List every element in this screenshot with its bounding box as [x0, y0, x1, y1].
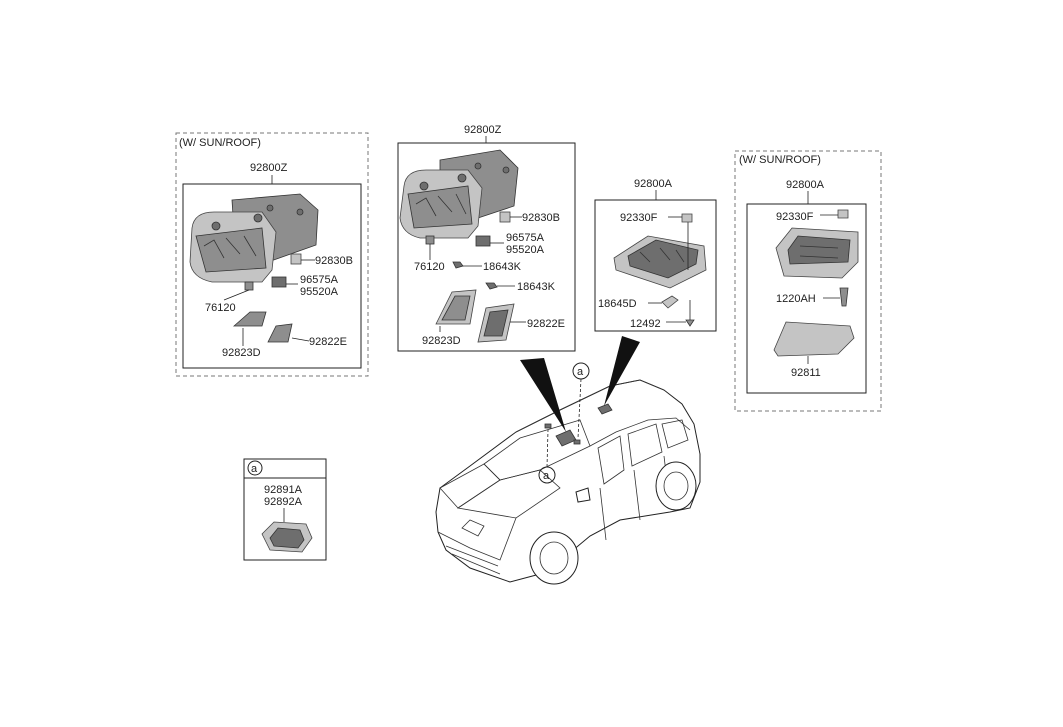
part-label: 92892A — [264, 496, 303, 508]
assembly-label: 92800Z — [250, 162, 288, 174]
option-label: (W/ SUN/ROOF) — [179, 137, 261, 149]
assembly-frame — [182, 183, 362, 369]
ref-marker-label: a — [251, 463, 258, 475]
part-label: 76120 — [205, 302, 236, 314]
part-label: 18645D — [598, 298, 637, 310]
vehicle-marker-label: a — [577, 366, 584, 378]
roof-lamp-a-2 — [573, 439, 581, 445]
part-92830B-shape — [499, 211, 511, 223]
vehicle-marker-label: a — [543, 470, 550, 482]
assembly-frame — [746, 203, 867, 394]
callout-wedge-right — [604, 336, 640, 406]
part-96575A-shape — [475, 235, 491, 247]
part-label: 92330F — [776, 211, 814, 223]
panel-right-sunroof: (W/ SUN/ROOF) 92800A 92330F 1220AH 92811 — [734, 150, 882, 412]
part-label: 92330F — [620, 212, 658, 224]
part-label: 1220AH — [776, 293, 816, 305]
part-96575A-shape — [271, 276, 287, 288]
part-label: 92830B — [522, 212, 560, 224]
part-label: 95520A — [300, 286, 339, 298]
part-92823D-shape — [232, 311, 267, 327]
roof-lamp-a-1 — [544, 423, 552, 429]
map-lamp-drawing — [613, 220, 707, 289]
part-label: 92823D — [222, 347, 261, 359]
option-dashed-frame — [734, 150, 882, 412]
assembly-label: 92800A — [786, 179, 825, 191]
roof-map-lamp-location — [597, 403, 613, 415]
part-label: 95520A — [506, 244, 545, 256]
reading-lamp-drawing — [261, 521, 313, 553]
part-92830B-shape — [290, 253, 302, 265]
part-92330F-shape — [837, 209, 849, 219]
part-label: 92830B — [315, 255, 353, 267]
callout-wedge-center — [520, 358, 566, 432]
part-label: 92823D — [422, 335, 461, 347]
part-92811-shape — [773, 321, 855, 357]
overhead-console-drawing — [189, 193, 319, 283]
ref-marker-circle — [247, 460, 263, 476]
part-92330F-shape — [681, 213, 693, 223]
part-label: 18643K — [517, 281, 556, 293]
assembly-label: 92800Z — [464, 124, 502, 136]
panel-ref-a: a 92891A 92892A — [243, 458, 327, 561]
overhead-console-drawing — [399, 149, 519, 239]
part-18643K-shape — [452, 261, 464, 269]
part-label: 92891A — [264, 484, 303, 496]
part-label: 96575A — [300, 274, 339, 286]
part-label: 96575A — [506, 232, 545, 244]
panel-right-center: 92800A 92330F 18645D 12492 — [594, 178, 717, 332]
part-18643K-shape — [485, 282, 498, 290]
part-label: 92822E — [309, 336, 347, 348]
part-label: 18643K — [483, 261, 522, 273]
assembly-frame — [594, 199, 717, 332]
part-label: 92822E — [527, 318, 565, 330]
vehicle-drawing: a a — [435, 336, 701, 585]
part-label: 76120 — [414, 261, 445, 273]
part-1220AH-shape — [839, 287, 849, 307]
part-18645D-shape — [661, 295, 679, 309]
panel-center: 92800Z 92830B 96575A 95520A 76120 18643K… — [397, 124, 576, 352]
map-lamp-drawing — [775, 227, 859, 279]
part-76120-shape — [244, 281, 254, 291]
option-label: (W/ SUN/ROOF) — [739, 154, 821, 166]
part-label: 92811 — [791, 367, 821, 379]
part-label: 12492 — [630, 318, 661, 330]
ref-frame — [243, 458, 327, 561]
part-12492-shape — [685, 319, 695, 327]
panel-left-sunroof: (W/ SUN/ROOF) 92800Z 92830B 96575A 95520… — [175, 132, 369, 377]
assembly-label: 92800A — [634, 178, 673, 190]
part-92822E-shape — [267, 323, 293, 343]
assembly-frame — [397, 142, 576, 352]
part-76120-shape — [425, 235, 435, 245]
